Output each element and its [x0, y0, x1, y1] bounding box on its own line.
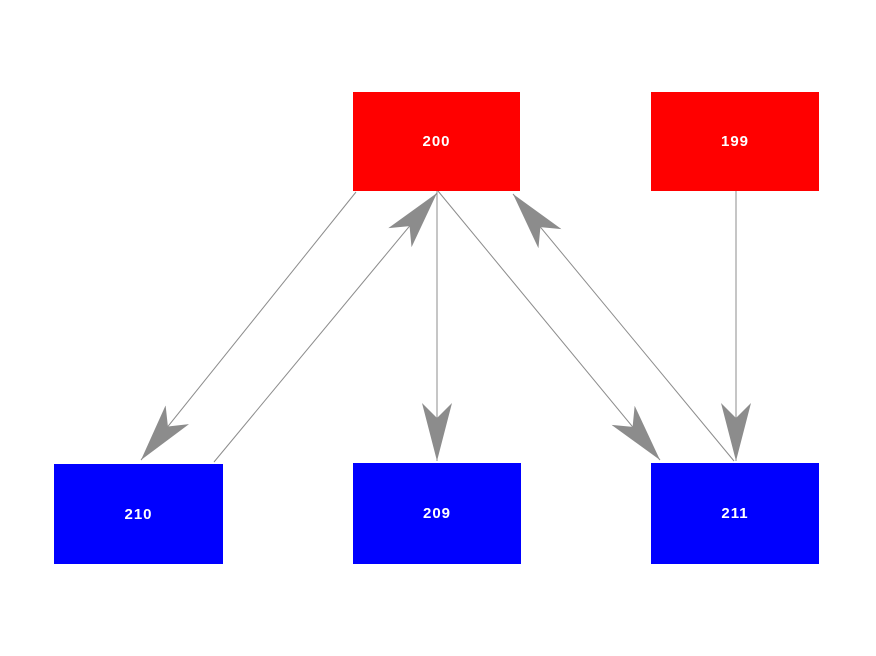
- edge-211-to-200: [512, 193, 735, 462]
- edge-200-to-210: [140, 191, 357, 461]
- edge-210-to-200: [213, 192, 438, 463]
- edge-200-to-211: [437, 190, 661, 461]
